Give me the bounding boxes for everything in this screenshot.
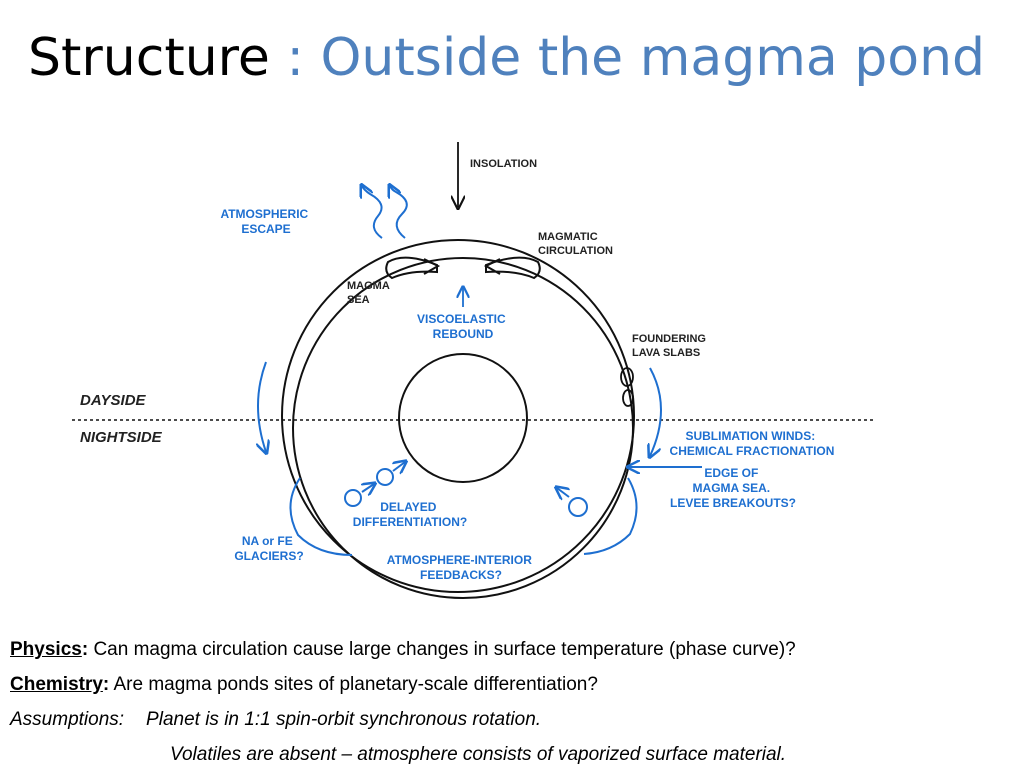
chemistry-label: Chemistry	[10, 674, 103, 695]
label-insolation: INSOLATION	[470, 158, 537, 170]
chemistry-text: Are magma ponds sites of planetary-scale…	[113, 674, 598, 695]
label-foundering-lava-slabs: FOUNDERING LAVA SLABS	[632, 333, 709, 359]
label-magmatic-circulation: MAGMATIC CIRCULATION	[538, 231, 613, 257]
physics-label: Physics	[10, 639, 82, 660]
label-atmospheric-escape: ATMOSPHERIC ESCAPE	[220, 207, 311, 236]
physics-text: Can magma circulation cause large change…	[93, 639, 796, 660]
note-assumptions: Assumptions: Planet is in 1:1 spin-orbit …	[10, 706, 1010, 741]
physics-colon: :	[81, 639, 89, 660]
label-viscoelastic-rebound: VISCOELASTIC REBOUND	[417, 312, 509, 341]
label-atmosphere-interior: ATMOSPHERE-INTERIOR FEEDBACKS?	[387, 553, 535, 582]
note-physics: Physics: Can magma circulation cause lar…	[10, 636, 1010, 671]
note-chemistry: Chemistry: Are magma ponds sites of plan…	[10, 671, 1010, 706]
slide-title: Structure : Outside the magma pond	[28, 28, 986, 88]
planet-structure-diagram: INSOLATION ATMOSPHERIC ESCAPE MAGMATIC C…	[72, 142, 876, 599]
label-delayed-differentiation: DELAYED DIFFERENTIATION?	[353, 500, 467, 529]
lava-slab-2	[622, 389, 634, 407]
planet-inner-circle	[292, 257, 634, 599]
planet-core	[398, 353, 528, 483]
label-nightside: NIGHTSIDE	[80, 429, 163, 446]
note-assumption-2: Volatiles are absent – atmosphere consis…	[10, 741, 1010, 776]
magma-cell-right	[485, 256, 541, 280]
diff-bubble-3	[568, 497, 588, 517]
diff-bubble-1	[344, 489, 362, 507]
label-glaciers: NA or FE GLACIERS?	[234, 534, 303, 563]
diff-arrow-1	[362, 484, 374, 492]
glacier-left	[289, 477, 353, 556]
left-wind-arrow	[258, 361, 266, 452]
label-magma-sea: MAGMA SEA	[347, 280, 392, 306]
diff-arrow-2	[393, 462, 405, 471]
assumptions-label: Assumptions:	[10, 709, 125, 730]
lava-slab-1	[620, 367, 634, 387]
label-sublimation-winds: SUBLIMATION WINDS: CHEMICAL FRACTIONATIO…	[670, 429, 835, 458]
magma-cell-left	[385, 256, 438, 280]
notes-section: Physics: Can magma circulation cause lar…	[10, 636, 1010, 776]
planet-outer-circle	[281, 239, 635, 593]
diff-bubble-2	[376, 468, 394, 486]
label-edge-of-magma-sea: EDGE OF MAGMA SEA. LEVEE BREAKOUTS?	[670, 466, 796, 510]
glacier-right	[583, 477, 638, 555]
chemistry-colon: :	[102, 674, 110, 695]
title-main: Structure	[28, 28, 270, 88]
escape-squiggle-1	[362, 186, 383, 239]
title-subtitle: : Outside the magma pond	[286, 28, 986, 88]
label-dayside: DAYSIDE	[80, 392, 147, 409]
magma-cell-left-arrow	[423, 258, 441, 275]
magma-cell-right-arrow	[483, 258, 501, 275]
escape-squiggle-2	[390, 186, 408, 239]
assumption-1: Planet is in 1:1 spin-orbit synchronous …	[146, 709, 542, 730]
diff-arrow-3	[557, 488, 569, 497]
assumption-2: Volatiles are absent – atmosphere consis…	[170, 744, 787, 765]
right-wind-arrow	[650, 367, 662, 456]
